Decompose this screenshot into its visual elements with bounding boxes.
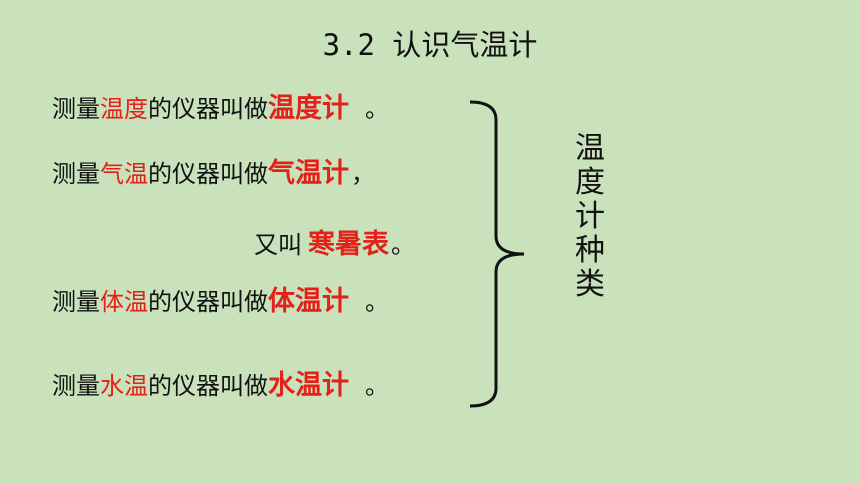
line-answer: 气温计 xyxy=(268,158,349,189)
definition-line-2: 测量气温的仪器叫做气温计， xyxy=(52,157,375,191)
side-char: 种 xyxy=(575,233,605,268)
line-prefix: 测量 xyxy=(52,95,100,123)
line-keyword: 水温 xyxy=(100,372,148,400)
line-keyword: 温度 xyxy=(100,95,148,123)
line-middle: 的仪器叫做 xyxy=(148,372,268,400)
line-answer: 寒暑表 xyxy=(308,229,389,260)
line-middle: 的仪器叫做 xyxy=(148,288,268,316)
definition-line-3: 又叫寒暑表。 xyxy=(254,228,415,262)
definition-line-5: 测量水温的仪器叫做水温计。 xyxy=(52,369,389,403)
line-answer: 温度计 xyxy=(268,93,349,124)
line-punct: 。 xyxy=(365,288,389,316)
side-label-vertical: 温 度 计 种 类 xyxy=(570,132,610,302)
side-char: 计 xyxy=(575,199,605,234)
side-char: 类 xyxy=(575,267,605,302)
definition-line-4: 测量体温的仪器叫做体温计。 xyxy=(52,285,389,319)
line-middle: 的仪器叫做 xyxy=(148,95,268,123)
line-prefix: 又叫 xyxy=(254,231,302,259)
page-title: 3.2 认识气温计 xyxy=(322,28,538,62)
line-punct: ， xyxy=(351,160,375,188)
line-keyword: 气温 xyxy=(100,160,148,188)
line-keyword: 体温 xyxy=(100,288,148,316)
line-punct: 。 xyxy=(365,95,389,123)
definition-line-1: 测量温度的仪器叫做温度计。 xyxy=(52,92,389,126)
line-punct: 。 xyxy=(365,372,389,400)
line-prefix: 测量 xyxy=(52,288,100,316)
right-brace-icon xyxy=(469,100,525,408)
line-answer: 体温计 xyxy=(268,286,349,317)
line-prefix: 测量 xyxy=(52,160,100,188)
line-punct: 。 xyxy=(391,231,415,259)
line-middle: 的仪器叫做 xyxy=(148,160,268,188)
line-answer: 水温计 xyxy=(268,370,349,401)
side-char: 温 xyxy=(575,131,605,166)
side-char: 度 xyxy=(575,165,605,200)
line-prefix: 测量 xyxy=(52,372,100,400)
